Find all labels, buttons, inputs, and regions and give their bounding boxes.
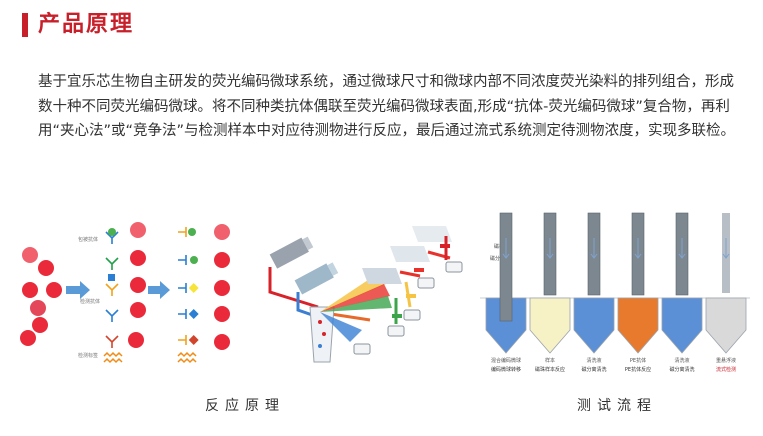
step-bottom-label: 磁珠样本反应 <box>535 366 565 373</box>
reaction-principle-figure: 包被抗体 检测抗体 检测标签 <box>20 222 230 364</box>
magnet-label: 磁棒 <box>494 243 504 250</box>
detect-label-label: 检测标签 <box>78 352 98 359</box>
step-arrow <box>722 238 730 259</box>
caption-reaction-principle: 反应原理 <box>205 398 285 414</box>
workflow-well <box>617 297 659 354</box>
step-arrow <box>502 238 510 259</box>
intro-paragraph: 基于宜乐芯生物自主研发的荧光编码微球系统，通过微球尺寸和微球内部不同浓度荧光染料… <box>38 74 736 139</box>
capture-ab-label: 包被抗体 <box>78 236 98 243</box>
workflow-well <box>705 297 747 354</box>
step-top-label: PE抗体 <box>630 357 646 364</box>
workflow-well <box>573 297 615 354</box>
step-top-label: 重悬浮液 <box>716 357 736 364</box>
step-bottom-label: PE抗体反应 <box>625 366 651 373</box>
step-bottom-label: 编码微球转移 <box>491 366 521 373</box>
step-bottom-label: 磁分离清洗 <box>669 366 694 373</box>
workflow-figure: 磁棒 磁分离套 混合编码微球编码微球转移样本磁珠样本反应清洗液磁分离清洗PE抗体… <box>480 212 750 373</box>
magnet-rod <box>499 212 513 322</box>
optics-figure <box>268 226 463 363</box>
step-top-label: 清洗液 <box>674 357 689 364</box>
workflow-well <box>485 297 527 354</box>
step-arrow <box>590 238 598 259</box>
step-bottom-label: 流式检测 <box>716 366 736 373</box>
step-top-label: 样本 <box>545 357 555 364</box>
title-accent-bar <box>22 13 28 37</box>
step-top-label: 混合编码微球 <box>491 357 521 364</box>
workflow-well <box>661 297 703 354</box>
step-bottom-label: 磁分离清洗 <box>581 366 606 373</box>
page-title: 产品原理 <box>38 12 135 37</box>
step-arrow <box>678 238 686 259</box>
step-arrow <box>546 238 554 259</box>
detect-ab-label: 检测抗体 <box>80 298 100 305</box>
step-top-label: 清洗液 <box>586 357 601 364</box>
workflow-well <box>529 297 571 354</box>
step-arrow <box>634 238 642 259</box>
caption-test-workflow: 测试流程 <box>577 398 657 414</box>
